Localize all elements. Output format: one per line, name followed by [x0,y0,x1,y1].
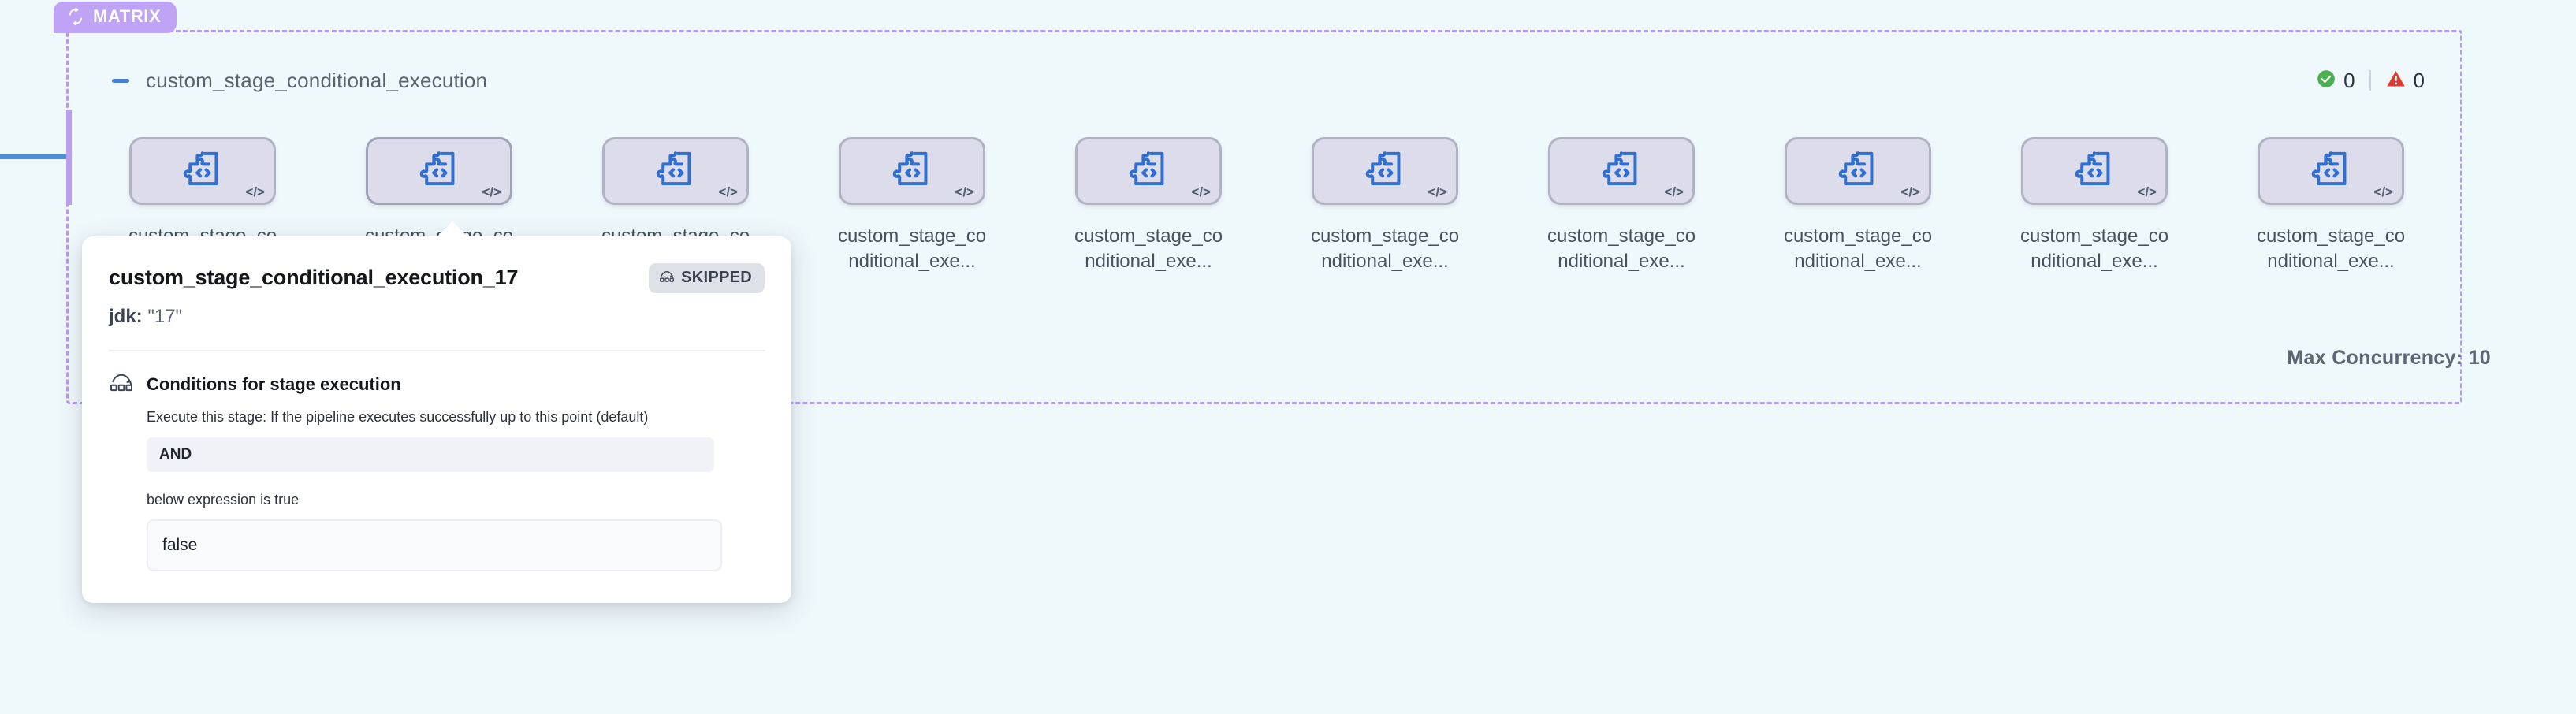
popover-divider [109,350,765,351]
code-icon: </> [482,184,501,199]
matrix-node-label: custom_stage_conditional_exe... [837,225,987,272]
success-count-value: 0 [2343,68,2355,92]
puzzle-code-icon [2310,148,2352,195]
matrix-axis-key: jdk: [109,306,143,327]
status-badge-label: SKIPPED [681,269,752,286]
matrix-badge[interactable]: MATRIX [54,2,177,33]
matrix-axis-value: jdk: "17" [109,306,765,328]
code-icon: </> [1664,184,1684,199]
minus-icon[interactable] [110,69,132,91]
puzzle-code-icon [181,148,224,195]
matrix-node-label: custom_stage_conditional_exe... [1310,225,1460,272]
group-header: custom_stage_conditional_execution 0 [66,60,2462,101]
matrix-node-box[interactable]: </> [366,137,512,205]
matrix-node-box[interactable]: </> [839,137,985,205]
success-count-item: 0 [2316,69,2355,93]
puzzle-code-icon [1364,148,1406,195]
matrix-node-box[interactable]: </> [2258,137,2404,205]
matrix-node-label: custom_stage_conditional_exe... [1783,225,1933,272]
check-circle-icon [2316,69,2336,93]
conditions-description: Execute this stage: If the pipeline exec… [147,409,649,425]
matrix-axis-val: "17" [147,306,183,327]
puzzle-code-icon [654,148,697,195]
matrix-node-box[interactable]: </> [2021,137,2168,205]
matrix-node[interactable]: </> custom_stage_conditional_exe... [2020,137,2168,273]
matrix-node[interactable]: </> custom_stage_conditional_exe... [1784,137,1932,273]
status-badge: SKIPPED [649,263,765,293]
puzzle-code-icon [891,148,933,195]
code-icon: </> [1191,184,1211,199]
matrix-node-label: custom_stage_conditional_exe... [2256,225,2406,272]
matrix-node-label: custom_stage_conditional_exe... [1547,225,1696,272]
count-divider [2369,70,2371,91]
conditions-expression: false [147,519,722,572]
skip-conditions-icon [109,372,134,396]
warning-count-item: 0 [2385,69,2425,93]
code-icon: </> [1900,184,1920,199]
matrix-node-box[interactable]: </> [1785,137,1931,205]
matrix-node[interactable]: </> custom_stage_conditional_exe... [838,137,986,273]
popover-header: custom_stage_conditional_execution_17 SK… [82,236,791,351]
matrix-node-row: </> custom_stage_conditional_exe... </> cus… [66,126,2462,315]
matrix-node[interactable]: </> custom_stage_conditional_exe... [1547,137,1696,273]
conditions-heading: Conditions for stage execution [147,374,401,394]
warning-count-value: 0 [2413,68,2425,92]
code-icon: </> [2373,184,2393,199]
max-concurrency-label: Max Concurrency: 10 [2287,347,2491,369]
matrix-edge-join [66,110,72,205]
matrix-node-box[interactable]: </> [129,137,276,205]
puzzle-code-icon [1127,148,1170,195]
code-icon: </> [2137,184,2157,199]
incoming-edge [0,154,71,159]
conditions-operator: AND [147,437,714,473]
code-icon: </> [1428,184,1447,199]
matrix-node[interactable]: </> custom_stage_conditional_exe... [1311,137,1459,273]
matrix-node-box[interactable]: </> [1548,137,1695,205]
conditions-section: Conditions for stage execution Execute t… [82,351,791,603]
code-icon: </> [955,184,974,199]
matrix-node[interactable]: </> custom_stage_conditional_exe... [1074,137,1223,273]
puzzle-code-icon [1837,148,1879,195]
puzzle-code-icon [418,148,460,195]
warning-triangle-icon [2385,69,2407,93]
puzzle-code-icon [1600,148,1643,195]
matrix-badge-label: MATRIX [93,6,162,26]
skip-icon [659,270,675,287]
loop-icon [66,7,85,26]
matrix-node-label: custom_stage_conditional_exe... [2019,225,2169,272]
matrix-node-box[interactable]: </> [602,137,749,205]
matrix-node-box[interactable]: </> [1312,137,1458,205]
stage-details-popover: custom_stage_conditional_execution_17 SK… [82,221,791,604]
popover-title: custom_stage_conditional_execution_17 [109,266,519,289]
matrix-node[interactable]: </> custom_stage_conditional_exe... [2257,137,2405,273]
conditions-note: below expression is true [147,492,300,508]
code-icon: </> [718,184,738,199]
code-icon: </> [245,184,265,199]
group-title: custom_stage_conditional_execution [146,68,488,92]
puzzle-code-icon [2073,148,2116,195]
status-counts: 0 0 [2316,69,2425,93]
matrix-node-label: custom_stage_conditional_exe... [1074,225,1223,272]
matrix-node-box[interactable]: </> [1075,137,1222,205]
